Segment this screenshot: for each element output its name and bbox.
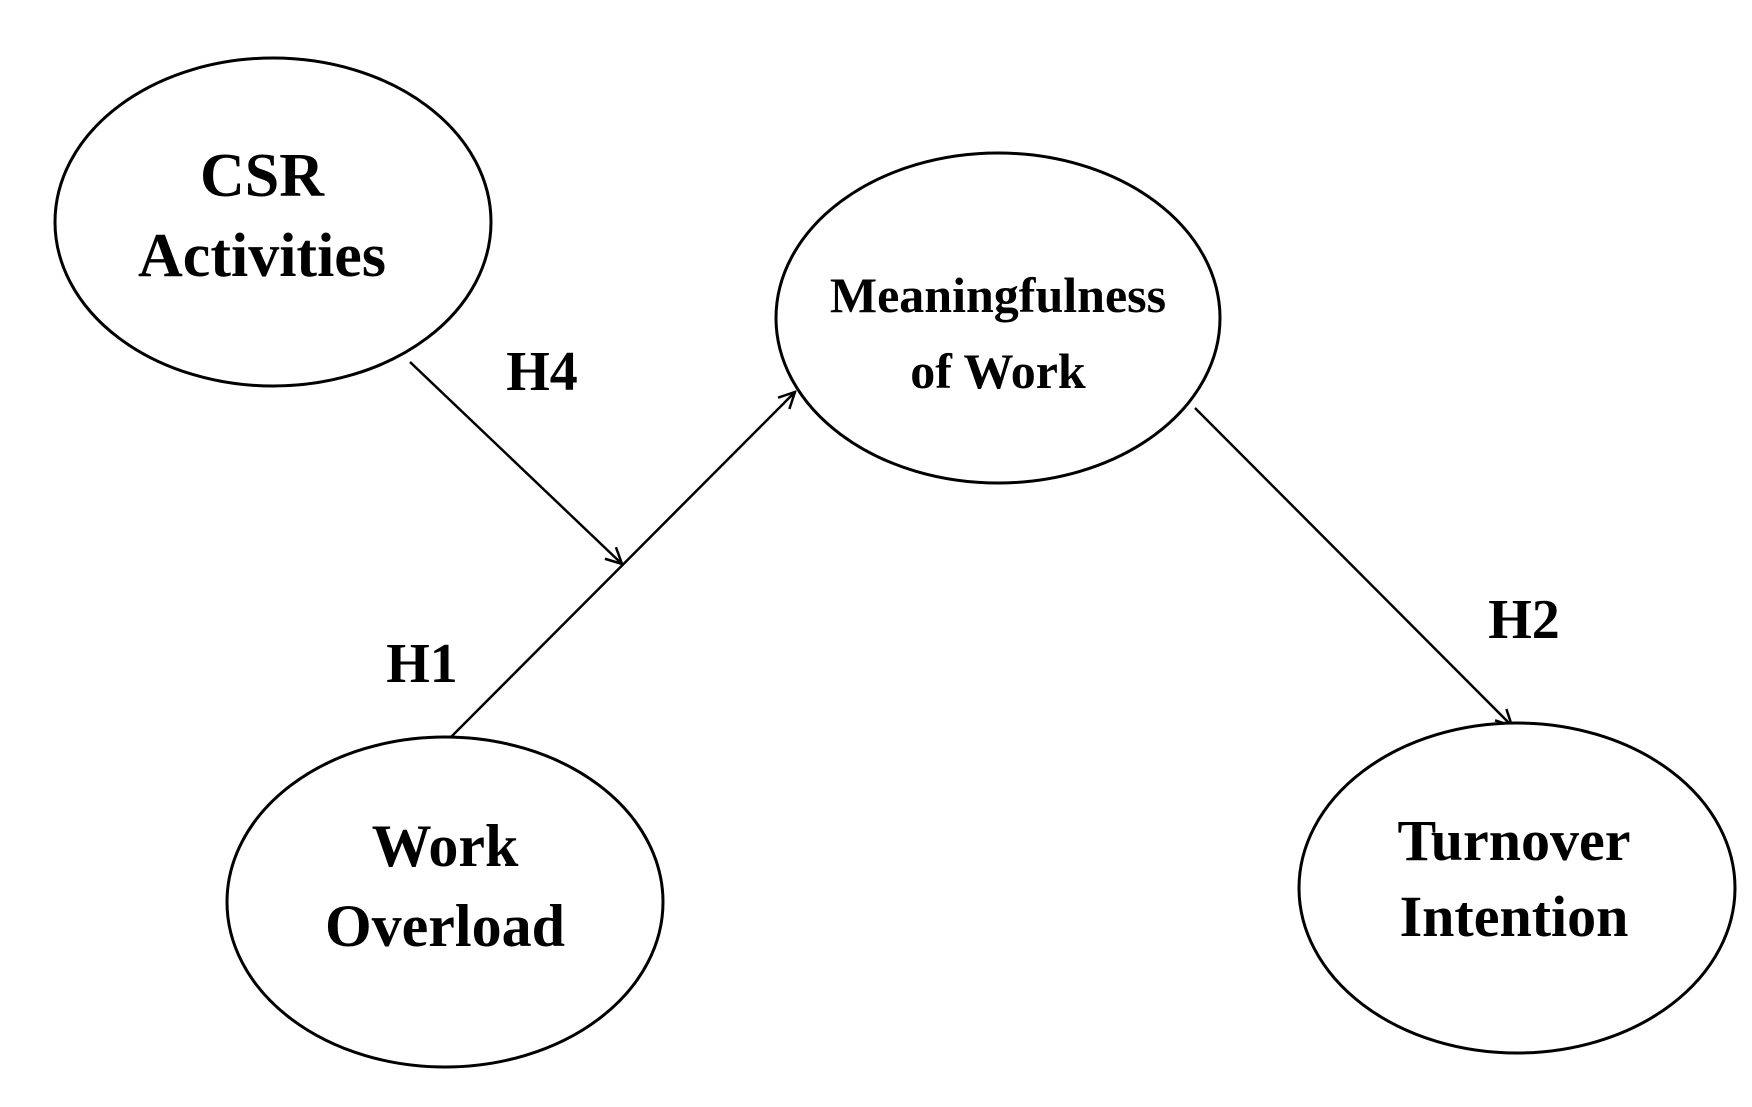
node-work-overload-ellipse bbox=[225, 735, 665, 1069]
node-turnover-intention: Turnover Intention bbox=[1297, 721, 1737, 1055]
edge-label-h1: H1 bbox=[386, 633, 458, 695]
arrow-h1 bbox=[447, 392, 795, 741]
node-meaningfulness-of-work-label-line2: of Work bbox=[910, 343, 1086, 399]
edge-label-h2: H2 bbox=[1488, 589, 1560, 651]
node-work-overload-label-line2: Overload bbox=[325, 893, 565, 959]
node-meaningfulness-of-work-label-line1: Meaningfulness bbox=[830, 267, 1166, 323]
edge-csr-moderation bbox=[409, 361, 622, 564]
node-csr-activities: CSR Activities bbox=[53, 56, 493, 388]
node-turnover-intention-label-line2: Intention bbox=[1400, 884, 1629, 949]
node-meaningfulness-of-work: Meaningfulness of Work bbox=[774, 151, 1222, 485]
node-turnover-intention-ellipse bbox=[1297, 721, 1737, 1055]
arrow-h4 bbox=[409, 361, 622, 564]
node-work-overload-label-line1: Work bbox=[372, 813, 519, 879]
node-csr-activities-ellipse bbox=[53, 56, 493, 388]
edge-label-h4: H4 bbox=[506, 341, 578, 403]
node-meaningfulness-of-work-ellipse bbox=[774, 151, 1222, 485]
edge-meaningfulness-to-turnover bbox=[1194, 407, 1512, 726]
node-csr-activities-label-line2: Activities bbox=[138, 222, 386, 290]
node-turnover-intention-label-line1: Turnover bbox=[1397, 808, 1630, 873]
node-csr-activities-label-line1: CSR bbox=[200, 142, 325, 210]
node-work-overload: Work Overload bbox=[225, 735, 665, 1069]
arrow-h2 bbox=[1194, 407, 1512, 726]
edge-work-overload-to-meaningfulness bbox=[447, 392, 795, 741]
